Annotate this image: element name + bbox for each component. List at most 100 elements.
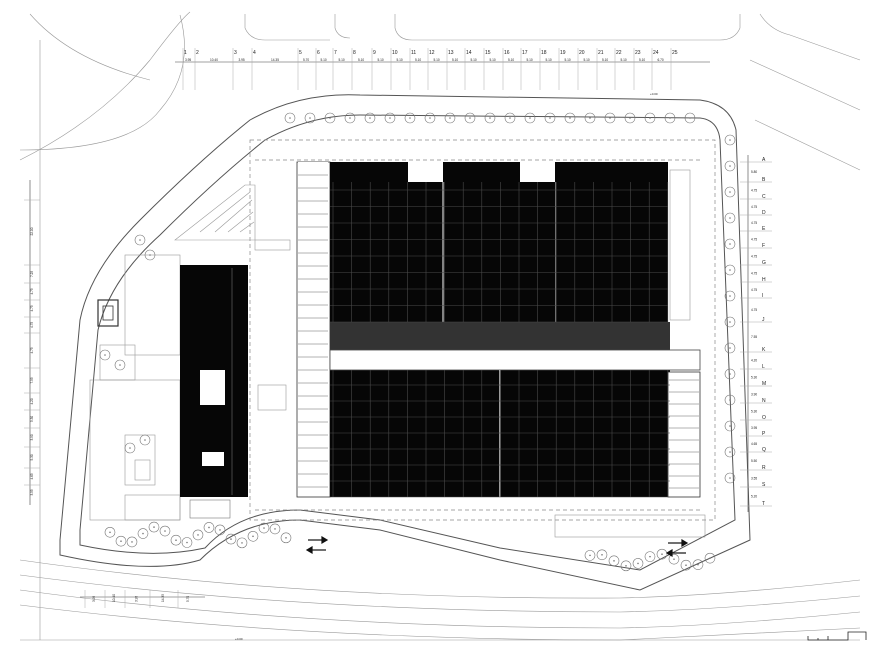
row-dimension: 4.75	[751, 288, 757, 292]
bottom-dimension: 3.95	[135, 596, 139, 602]
column-grid-label: 10	[392, 50, 398, 56]
row-grid-label: P	[762, 431, 766, 437]
row-grid-label: H	[762, 277, 766, 283]
column-grid-label: 1	[184, 50, 187, 56]
column-dimension: 5.10	[527, 58, 533, 62]
row-grid-label: B	[762, 177, 766, 183]
left-dimension: 4.75	[30, 305, 34, 311]
column-grid-label: 19	[560, 50, 566, 56]
column-dimension: 14.35	[271, 58, 279, 62]
left-dimension-chain: 22.007.254.754.754.754.757.554.205.303.9…	[24, 180, 40, 505]
row-grid-label: A	[762, 157, 766, 163]
column-dimension: 5.10	[490, 58, 496, 62]
column-dimension: 5.10	[546, 58, 552, 62]
column-grid-label: 21	[598, 50, 604, 56]
column-dimension: 5.10	[397, 58, 403, 62]
bottom-dimension: 5.70	[186, 596, 190, 602]
column-dimension: 5.10	[434, 58, 440, 62]
column-dimension: 5.10	[621, 58, 627, 62]
loading-docks	[254, 169, 706, 538]
column-grid-label: 17	[522, 50, 528, 56]
column-dimension: 6.70	[658, 58, 664, 62]
column-dimension: 5.10	[415, 58, 421, 62]
row-grid-label: L	[762, 364, 765, 370]
left-dimension: 5.30	[30, 454, 34, 460]
column-dimension: 5.10	[378, 58, 384, 62]
west-plaza	[89, 254, 181, 521]
bottom-dimension-chain: 3.95 10.40 3.95 14.35 5.70	[80, 590, 205, 608]
row-grid-label: Q	[762, 447, 766, 453]
column-dimension: 5.70	[303, 58, 309, 62]
row-dimension: 4.75	[751, 238, 757, 242]
row-dimension: 4.75	[751, 255, 757, 259]
column-grid-labels: 13.95210.4033.95414.3555.7065.1075.1085.…	[175, 48, 710, 90]
row-grid-label: O	[762, 415, 766, 421]
column-grid-label: 14	[466, 50, 472, 56]
column-grid-label: 15	[485, 50, 491, 56]
row-dimension: 4.75	[751, 189, 757, 193]
bottom-dimension: 3.95	[92, 596, 96, 602]
top-level-mark: +0.00	[650, 92, 658, 96]
row-dimension: 5.80	[751, 170, 757, 174]
column-grid-label: 2	[196, 50, 199, 56]
left-dimension: 4.20	[30, 398, 34, 404]
traffic-arrows	[305, 535, 689, 558]
row-grid-label: D	[762, 210, 766, 216]
column-grid-label: 5	[299, 50, 302, 56]
row-dimension: 3.95	[751, 426, 757, 430]
column-dimension: 10.40	[210, 58, 218, 62]
column-grid-label: 22	[616, 50, 622, 56]
column-grid-label: 16	[504, 50, 510, 56]
column-grid-label: 7	[334, 50, 337, 56]
left-dimension: 4.75	[30, 347, 34, 353]
row-dimension: 7.55	[751, 335, 757, 339]
scale-bar	[807, 631, 867, 641]
warehouse-halls	[296, 161, 701, 498]
hall-column-grid	[298, 174, 699, 498]
landscape-trees	[99, 112, 736, 572]
row-grid-label: R	[762, 465, 766, 471]
row-grid-label: K	[762, 347, 766, 353]
row-dimension: 4.75	[751, 221, 757, 225]
row-dimension: 5.50	[751, 459, 757, 463]
column-grid-label: 20	[579, 50, 585, 56]
column-grid-label: 24	[653, 50, 659, 56]
column-dimension: 3.95	[185, 58, 191, 62]
column-grid-label: 12	[429, 50, 435, 56]
row-grid-label: S	[762, 482, 766, 488]
bottom-dimension: 10.40	[112, 594, 116, 602]
column-dimension: 5.10	[471, 58, 477, 62]
left-dimension: 5.30	[30, 416, 34, 422]
column-dimension: 5.10	[639, 58, 645, 62]
row-grid-label: G	[762, 260, 766, 266]
row-grid-label: M	[762, 381, 766, 387]
row-dimension: 5.30	[751, 376, 757, 380]
row-dimension: 4.75	[751, 272, 757, 276]
row-grid-label: I	[762, 293, 763, 299]
column-dimension: 5.10	[321, 58, 327, 62]
row-grid-label: C	[762, 194, 766, 200]
column-grid-label: 23	[635, 50, 641, 56]
left-dimension: 7.55	[30, 377, 34, 383]
column-grid-label: 11	[411, 50, 416, 56]
row-dimension: 3.55	[751, 477, 757, 481]
left-dimension: 22.00	[30, 227, 34, 235]
row-grid-label: T	[762, 501, 765, 507]
column-dimension: 3.95	[239, 58, 245, 62]
column-grid-label: 18	[541, 50, 547, 56]
row-dimension: 4.65	[751, 442, 757, 446]
column-dimension: 5.10	[508, 58, 514, 62]
row-grid-label: N	[762, 398, 766, 404]
column-dimension: 5.10	[584, 58, 590, 62]
column-grid-label: 13	[448, 50, 454, 56]
row-grid-label: J	[762, 317, 765, 323]
bottom-level-mark: +0.00	[235, 637, 243, 641]
column-dimension: 5.10	[602, 58, 608, 62]
site-boundary	[59, 94, 751, 591]
bottom-dimension: 14.35	[161, 594, 165, 602]
ramp-stairs	[174, 184, 256, 241]
row-dimension: 5.20	[751, 495, 757, 499]
column-grid-label: 6	[317, 50, 320, 56]
column-grid-label: 25	[672, 50, 678, 56]
